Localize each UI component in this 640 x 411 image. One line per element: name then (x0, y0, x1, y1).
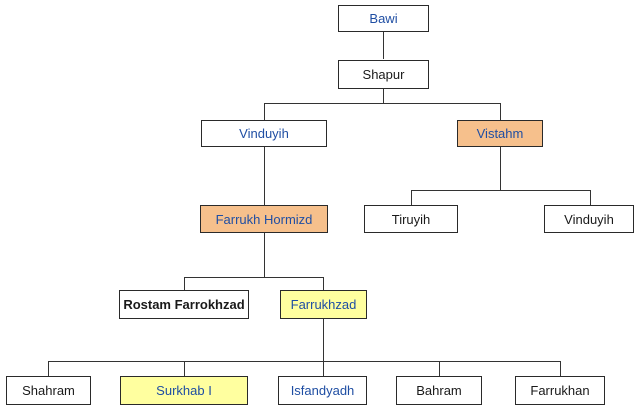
node-surkhab-i[interactable]: Surkhab I (120, 376, 248, 405)
node-tiruyih: Tiruyih (364, 205, 458, 233)
node-vinduyih-child: Vinduyih (544, 205, 634, 233)
connector-line (383, 89, 384, 103)
node-rostam-farrokhzad: Rostam Farrokhzad (119, 290, 249, 319)
connector-line (500, 147, 501, 190)
node-shapur: Shapur (338, 60, 429, 89)
connector-line (184, 277, 185, 290)
connector-line (323, 361, 324, 376)
connector-line (439, 361, 440, 376)
connector-line (264, 103, 265, 120)
node-vistahm[interactable]: Vistahm (457, 120, 543, 147)
node-vinduyih-parent[interactable]: Vinduyih (201, 120, 327, 147)
connector-line (184, 361, 185, 376)
connector-line (264, 103, 500, 104)
node-bawi[interactable]: Bawi (338, 5, 429, 32)
connector-line (48, 361, 49, 376)
connector-line (383, 32, 384, 59)
connector-line (500, 103, 501, 120)
node-shahram: Shahram (6, 376, 91, 405)
connector-line (560, 361, 561, 376)
connector-line (184, 277, 323, 278)
connector-line (264, 233, 265, 277)
node-isfandyadh[interactable]: Isfandyadh (278, 376, 367, 405)
connector-line (411, 190, 412, 205)
connector-line (48, 361, 560, 362)
node-farrukhzad[interactable]: Farrukhzad (280, 290, 367, 319)
node-farrukh-hormizd[interactable]: Farrukh Hormizd (200, 205, 328, 233)
connector-line (264, 147, 265, 205)
connector-line (590, 190, 591, 205)
connector-line (323, 277, 324, 290)
node-farrukhan: Farrukhan (515, 376, 605, 405)
connector-line (323, 319, 324, 361)
connector-line (411, 190, 590, 191)
node-bahram: Bahram (396, 376, 482, 405)
